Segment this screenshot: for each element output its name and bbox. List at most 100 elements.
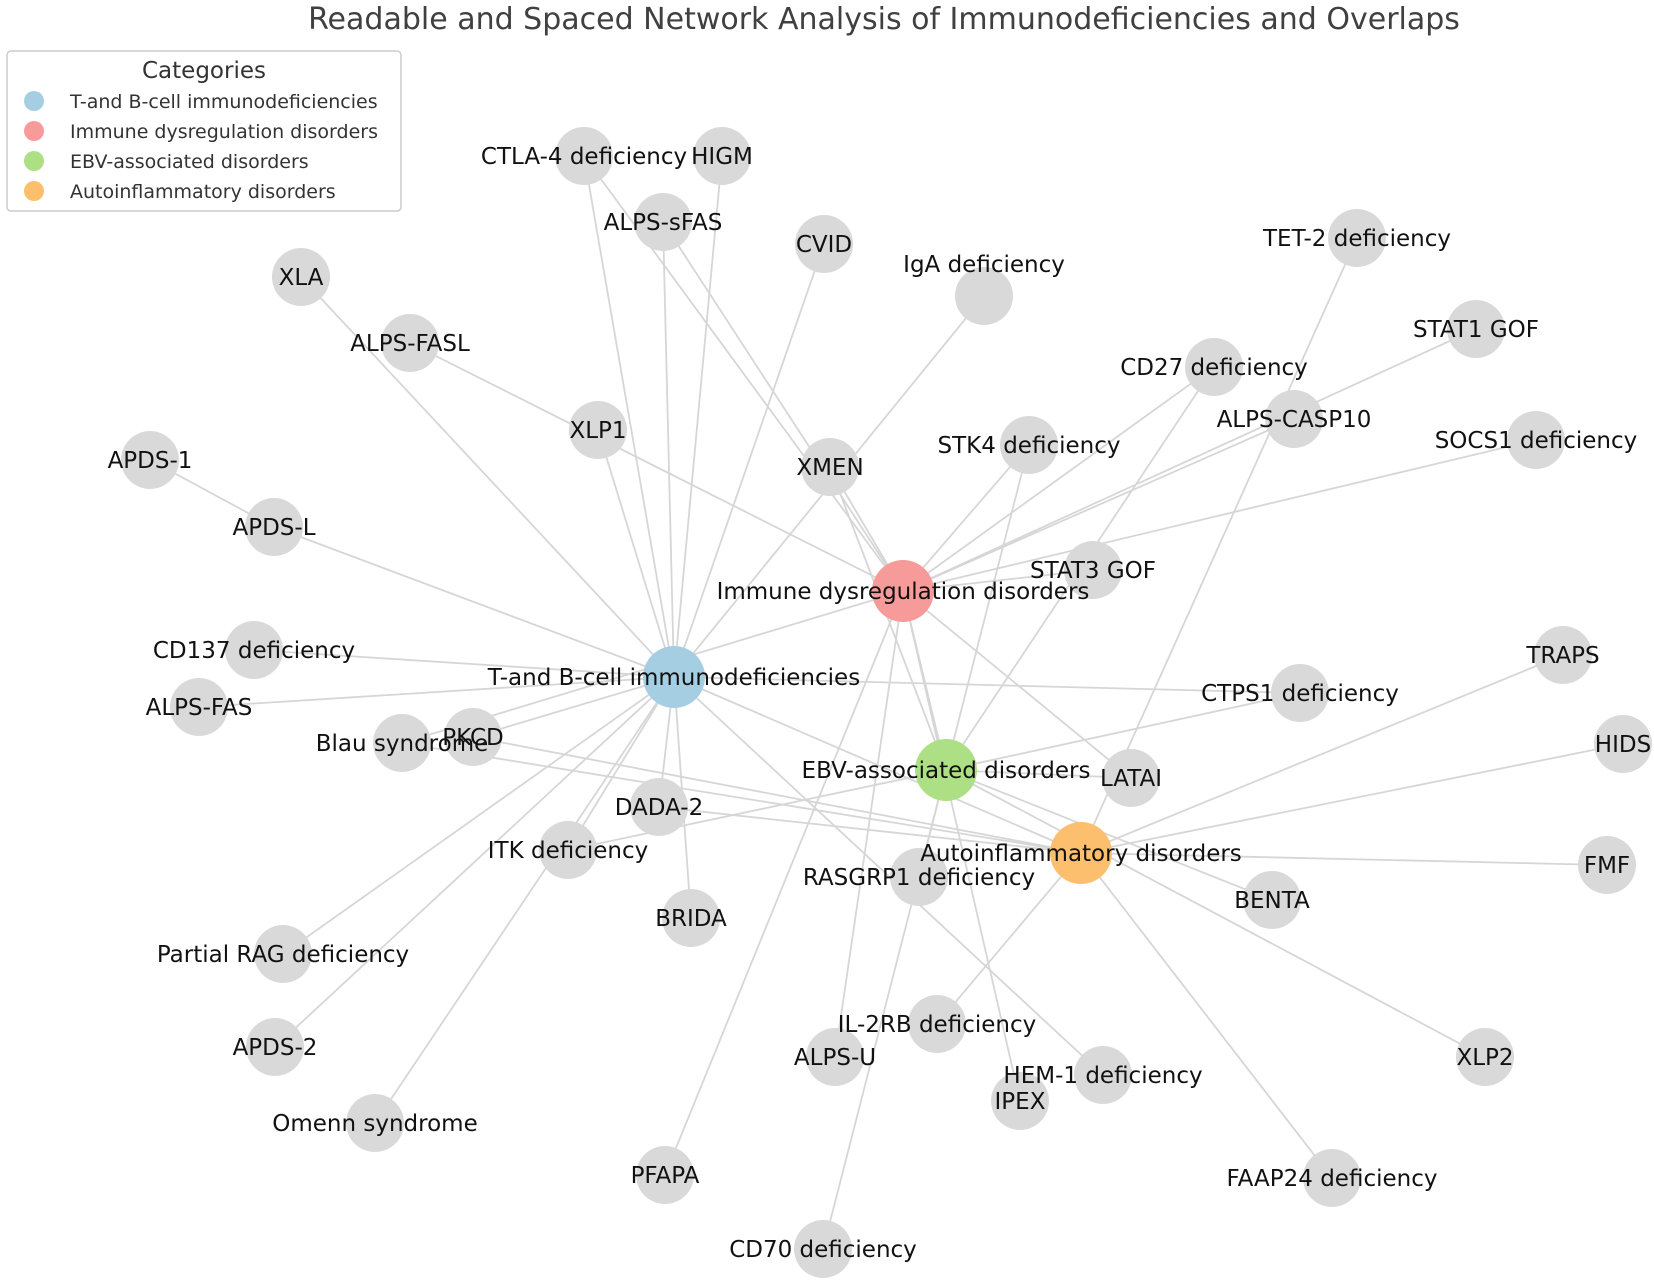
node-circle-pfapa [636,1146,694,1204]
node-label-alps_fasl: ALPS-FASL [350,331,470,357]
node-label-xlp1: XLP1 [569,418,626,444]
node-label-apds2: APDS-2 [233,1035,318,1061]
edge-tb-alps_sfas [662,221,675,678]
edge-tb-apdsl [273,526,675,678]
edge-immune-pfapa [664,590,904,1176]
node-ipex [991,1072,1049,1130]
node-label-stk4: STK4 deficiency [938,433,1121,459]
node-label-latai: LATAI [1100,766,1162,792]
edge-ebv-ctps1 [945,692,1301,771]
node-ctla4 [555,127,613,185]
edge-tb-hem1 [673,676,1104,1076]
edge-immune-stat1 [902,328,1477,592]
node-label-xla: XLA [279,265,324,291]
node-label-il2rb: IL-2RB deficiency [838,1012,1036,1038]
node-stat1 [1447,300,1505,358]
edge-auto-traps [1080,654,1564,854]
node-ctps1 [1271,664,1329,722]
edge-tb-xlp1 [597,429,675,678]
edge-auto-hids [1080,743,1624,854]
edge-auto-pkcd [472,736,1082,854]
node-circle-alps_sfas [634,193,692,251]
node-circle-apds1 [121,431,179,489]
hub-tb [643,646,705,708]
node-label-brida: BRIDA [655,906,727,932]
node-label-itk: ITK deficiency [488,838,648,864]
node-circle-alps_fas [170,678,228,736]
node-dada2 [630,778,688,836]
node-il2rb [908,995,966,1053]
node-label-tet2: TET-2 deficiency [1262,226,1451,252]
node-xla [272,248,330,306]
node-circle-stk4 [1000,416,1058,474]
legend-item-auto: Autoinflammatory disorders [70,181,336,203]
edge-tb-omenn [374,676,675,1124]
node-circle-ctps1 [1271,664,1329,722]
hub-circle-immune [872,560,934,622]
node-label-alps_sfas: ALPS-sFAS [604,210,723,236]
node-label-hids: HIDS [1595,732,1651,758]
legend-marker-immune [24,121,44,141]
node-circle-hem1 [1074,1046,1132,1104]
edge-auto-il2rb [936,852,1082,1025]
edge-tb-pkcd [472,676,675,738]
edge-auto-blau [401,742,1082,854]
node-label-blau: Blau syndrome [316,731,489,757]
node-label-cvid: CVID [796,232,852,258]
node-circle-cd70 [794,1220,852,1278]
node-circle-hids [1594,715,1652,773]
node-circle-ctla4 [555,127,613,185]
edge-immune-alps_u [834,590,904,1058]
node-circle-cd27 [1185,338,1243,396]
node-circle-alps_casp10 [1265,390,1323,448]
node-label-socs1: SOCS1 deficiency [1435,428,1638,454]
node-cd27 [1185,338,1243,396]
node-blau [373,714,431,772]
edge-immune-alps_fasl [409,342,904,592]
figure-title: Readable and Spaced Network Analysis of … [308,2,1460,37]
edge-ebv-stk4 [945,444,1030,771]
node-circle-xmen [801,438,859,496]
edge-tb-higm [673,155,723,678]
node-tet2 [1328,209,1386,267]
node-label-traps: TRAPS [1525,643,1599,669]
edge-immune-stat3 [902,569,1094,592]
node-alps_u [806,1028,864,1086]
node-label-xlp2: XLP2 [1456,1045,1513,1071]
edge-immune-alps_sfas [662,221,904,592]
node-label-alps_fas: ALPS-FAS [146,695,253,721]
node-label-apdsl: APDS-L [232,515,315,541]
legend-marker-auto [24,181,44,201]
edge-immune-socs1 [902,439,1537,592]
node-circle-traps [1534,626,1592,684]
node-stk4 [1000,416,1058,474]
edge-tb-alps_fas [198,676,675,708]
node-circle-higm [693,127,751,185]
edge-tb-itk [567,676,675,851]
node-circle-xlp1 [569,401,627,459]
edge-immune-cd27 [902,366,1215,592]
node-itk [539,821,597,879]
node-rag [254,925,312,983]
node-cd70 [794,1220,852,1278]
hub-immune [872,560,934,622]
node-label-cd137: CD137 deficiency [153,638,355,664]
legend-item-immune: Immune dysregulation disorders [70,121,378,143]
node-circle-dada2 [630,778,688,836]
node-alps_casp10 [1265,390,1323,448]
hub-ebv [915,739,977,801]
node-label-omenn: Omenn syndrome [272,1111,477,1137]
node-circle-alps_fasl [381,314,439,372]
node-circle-stat1 [1447,300,1505,358]
node-iga [955,267,1013,325]
node-label-cd27: CD27 deficiency [1120,355,1308,381]
hub-label-ebv: EBV-associated disorders [802,758,1091,784]
hub-label-immune: Immune dysregulation disorders [717,579,1090,605]
edge-ebv-itk [567,769,947,851]
node-label-alps_u: ALPS-U [794,1045,876,1071]
node-brida [662,889,720,947]
node-label-ctps1: CTPS1 deficiency [1201,681,1399,707]
node-label-rasgrp1: RASGRP1 deficiency [803,865,1035,891]
node-label-pfapa: PFAPA [631,1163,700,1189]
